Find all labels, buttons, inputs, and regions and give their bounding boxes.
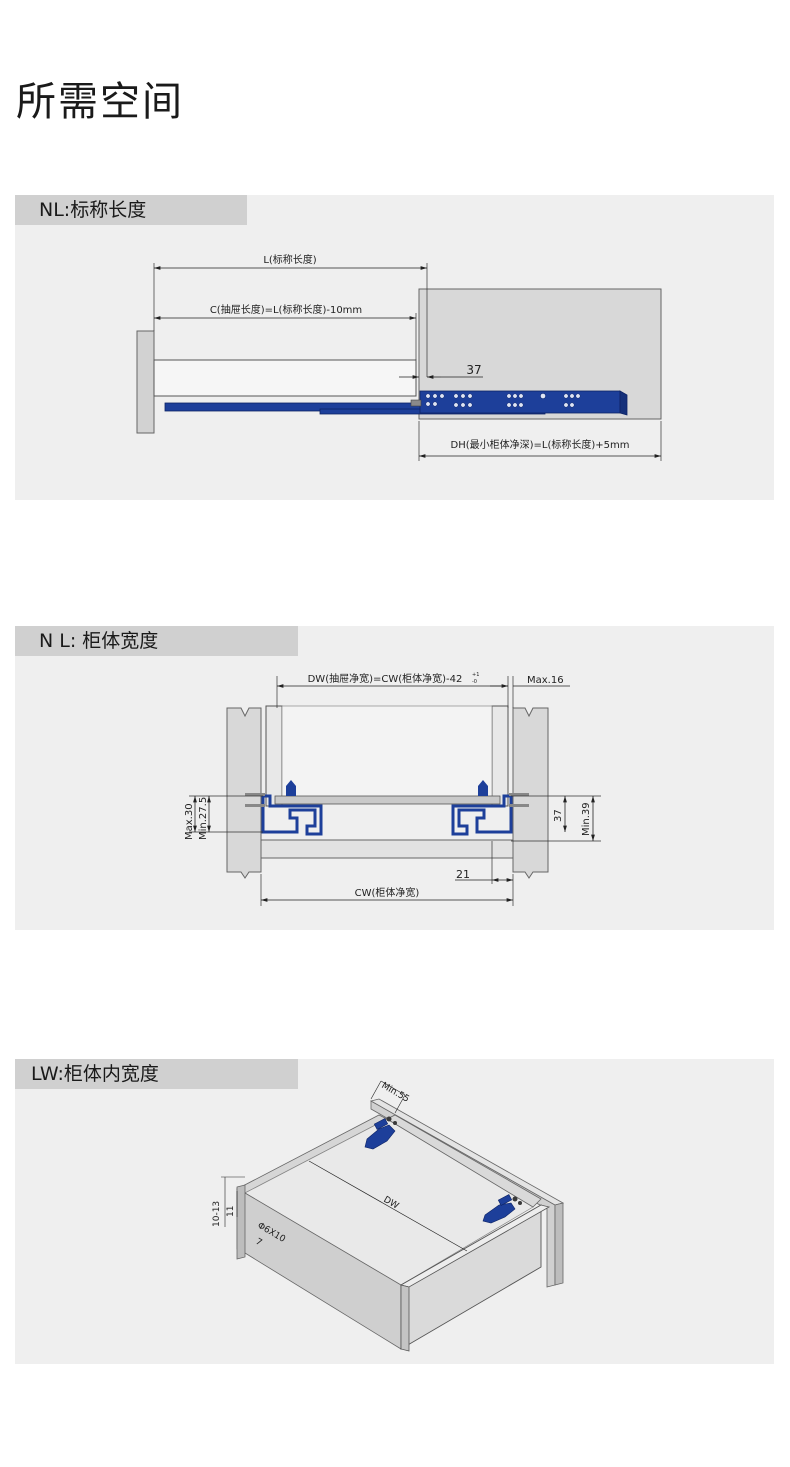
label-37: 37 bbox=[553, 809, 564, 822]
drawer-right-side-wall bbox=[386, 1114, 542, 1208]
section-header-cabinet-width: N L: 柜体宽度 bbox=[15, 626, 298, 656]
page-title: 所需空间 bbox=[16, 79, 184, 125]
panel-cabinet-width: N L: 柜体宽度 bbox=[15, 626, 774, 930]
label-DH: DH(最小柜体净深)=L(标称长度)+5mm bbox=[451, 438, 630, 451]
mounting-holes bbox=[425, 393, 581, 408]
label-gap-37: 37 bbox=[466, 363, 481, 377]
label-min39: Min.39 bbox=[581, 802, 592, 836]
drawer-front-side-edge bbox=[400, 1284, 410, 1352]
slide-profile-right bbox=[451, 794, 513, 836]
label-L: L(标称长度) bbox=[263, 253, 316, 266]
label-DW: DW(抽屉净宽)=CW(柜体净宽)-42 bbox=[308, 672, 463, 685]
locking-device-icons bbox=[364, 1118, 516, 1224]
label-C: C(抽屉长度)=L(标称长度)-10mm bbox=[210, 303, 362, 316]
screw-heads bbox=[386, 1116, 522, 1205]
label-DW-tol-upper: +1 bbox=[472, 672, 479, 678]
cabinet-right-side-edge bbox=[554, 1202, 564, 1286]
drawer-side-box bbox=[153, 359, 417, 397]
label-11: 11 bbox=[226, 1206, 236, 1217]
panel-nominal-length: NL:标称长度 bbox=[15, 195, 774, 500]
label-min27-5: Min.27.5 bbox=[198, 797, 209, 840]
label-min55: Min.55 bbox=[380, 1081, 411, 1105]
section-header-nominal-length: NL:标称长度 bbox=[15, 195, 247, 225]
cabinet-bottom-panel bbox=[260, 839, 514, 859]
label-max30: Max.30 bbox=[184, 803, 195, 840]
diagram-cabinet-width: DW(抽屉净宽)=CW(柜体净宽)-42 +1 -0 Max.16 Max.30… bbox=[184, 672, 601, 906]
drawer-left-side bbox=[265, 705, 283, 807]
cabinet-left-side bbox=[226, 707, 262, 879]
cabinet-left-side-panel bbox=[236, 1184, 246, 1260]
slide-rail-end-bend bbox=[619, 390, 628, 416]
diagram-cabinet-inner-width: DW Min.55 10-13 11 Φ6X10 7 bbox=[212, 1080, 565, 1352]
label-7: 7 bbox=[254, 1237, 264, 1249]
screw-icons bbox=[245, 780, 529, 807]
label-DW-tol-lower: -0 bbox=[472, 679, 477, 685]
drawer-body bbox=[281, 705, 493, 799]
panel-cabinet-inner-width: LW:柜体内宽度 DW bbox=[15, 1059, 774, 1364]
label-10-13: 10-13 bbox=[212, 1201, 222, 1227]
drawer-front bbox=[136, 330, 155, 434]
drawer-bottom bbox=[274, 795, 501, 805]
cabinet-right-side bbox=[512, 707, 549, 879]
slide-profile-left bbox=[261, 794, 323, 836]
label-21: 21 bbox=[456, 868, 470, 881]
diagram-nominal-length: L(标称长度) C(抽屉长度)=L(标称长度)-10mm 37 DH(最小柜体净… bbox=[136, 253, 662, 461]
label-max16: Max.16 bbox=[527, 675, 564, 686]
section-header-cabinet-inner-width: LW:柜体内宽度 bbox=[15, 1059, 298, 1089]
label-CW: CW(柜体净宽) bbox=[355, 886, 420, 899]
slide-rail-clip bbox=[410, 399, 422, 407]
drawer-right-side bbox=[491, 705, 509, 807]
